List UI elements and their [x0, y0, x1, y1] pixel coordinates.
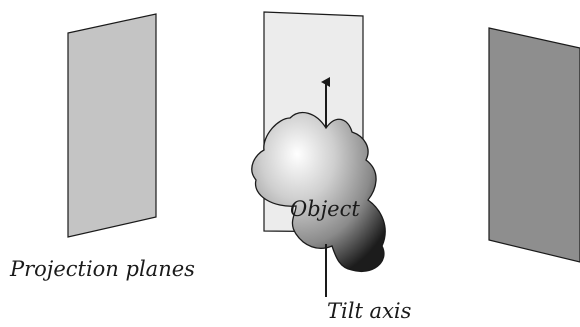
left-projection-plane	[67, 13, 157, 238]
tilt-axis-label: Tilt axis	[327, 299, 412, 323]
object-label: Object	[290, 197, 360, 221]
object-blob	[251, 111, 386, 272]
projection-planes-label: Projection planes	[9, 257, 195, 281]
right-projection-plane	[488, 27, 580, 263]
